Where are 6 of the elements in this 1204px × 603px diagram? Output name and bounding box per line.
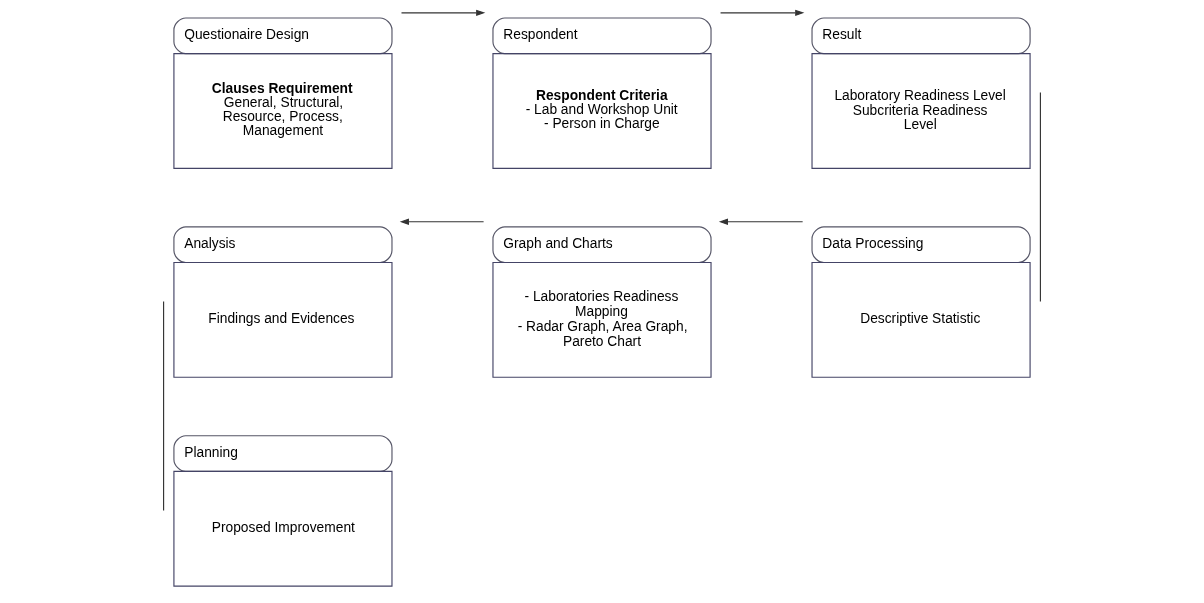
- connector: [1039, 92, 1041, 303]
- arrow: [399, 218, 485, 225]
- arrow: [400, 9, 486, 17]
- arrow: [718, 218, 804, 225]
- connector: [163, 300, 165, 511]
- arrow: [719, 9, 805, 17]
